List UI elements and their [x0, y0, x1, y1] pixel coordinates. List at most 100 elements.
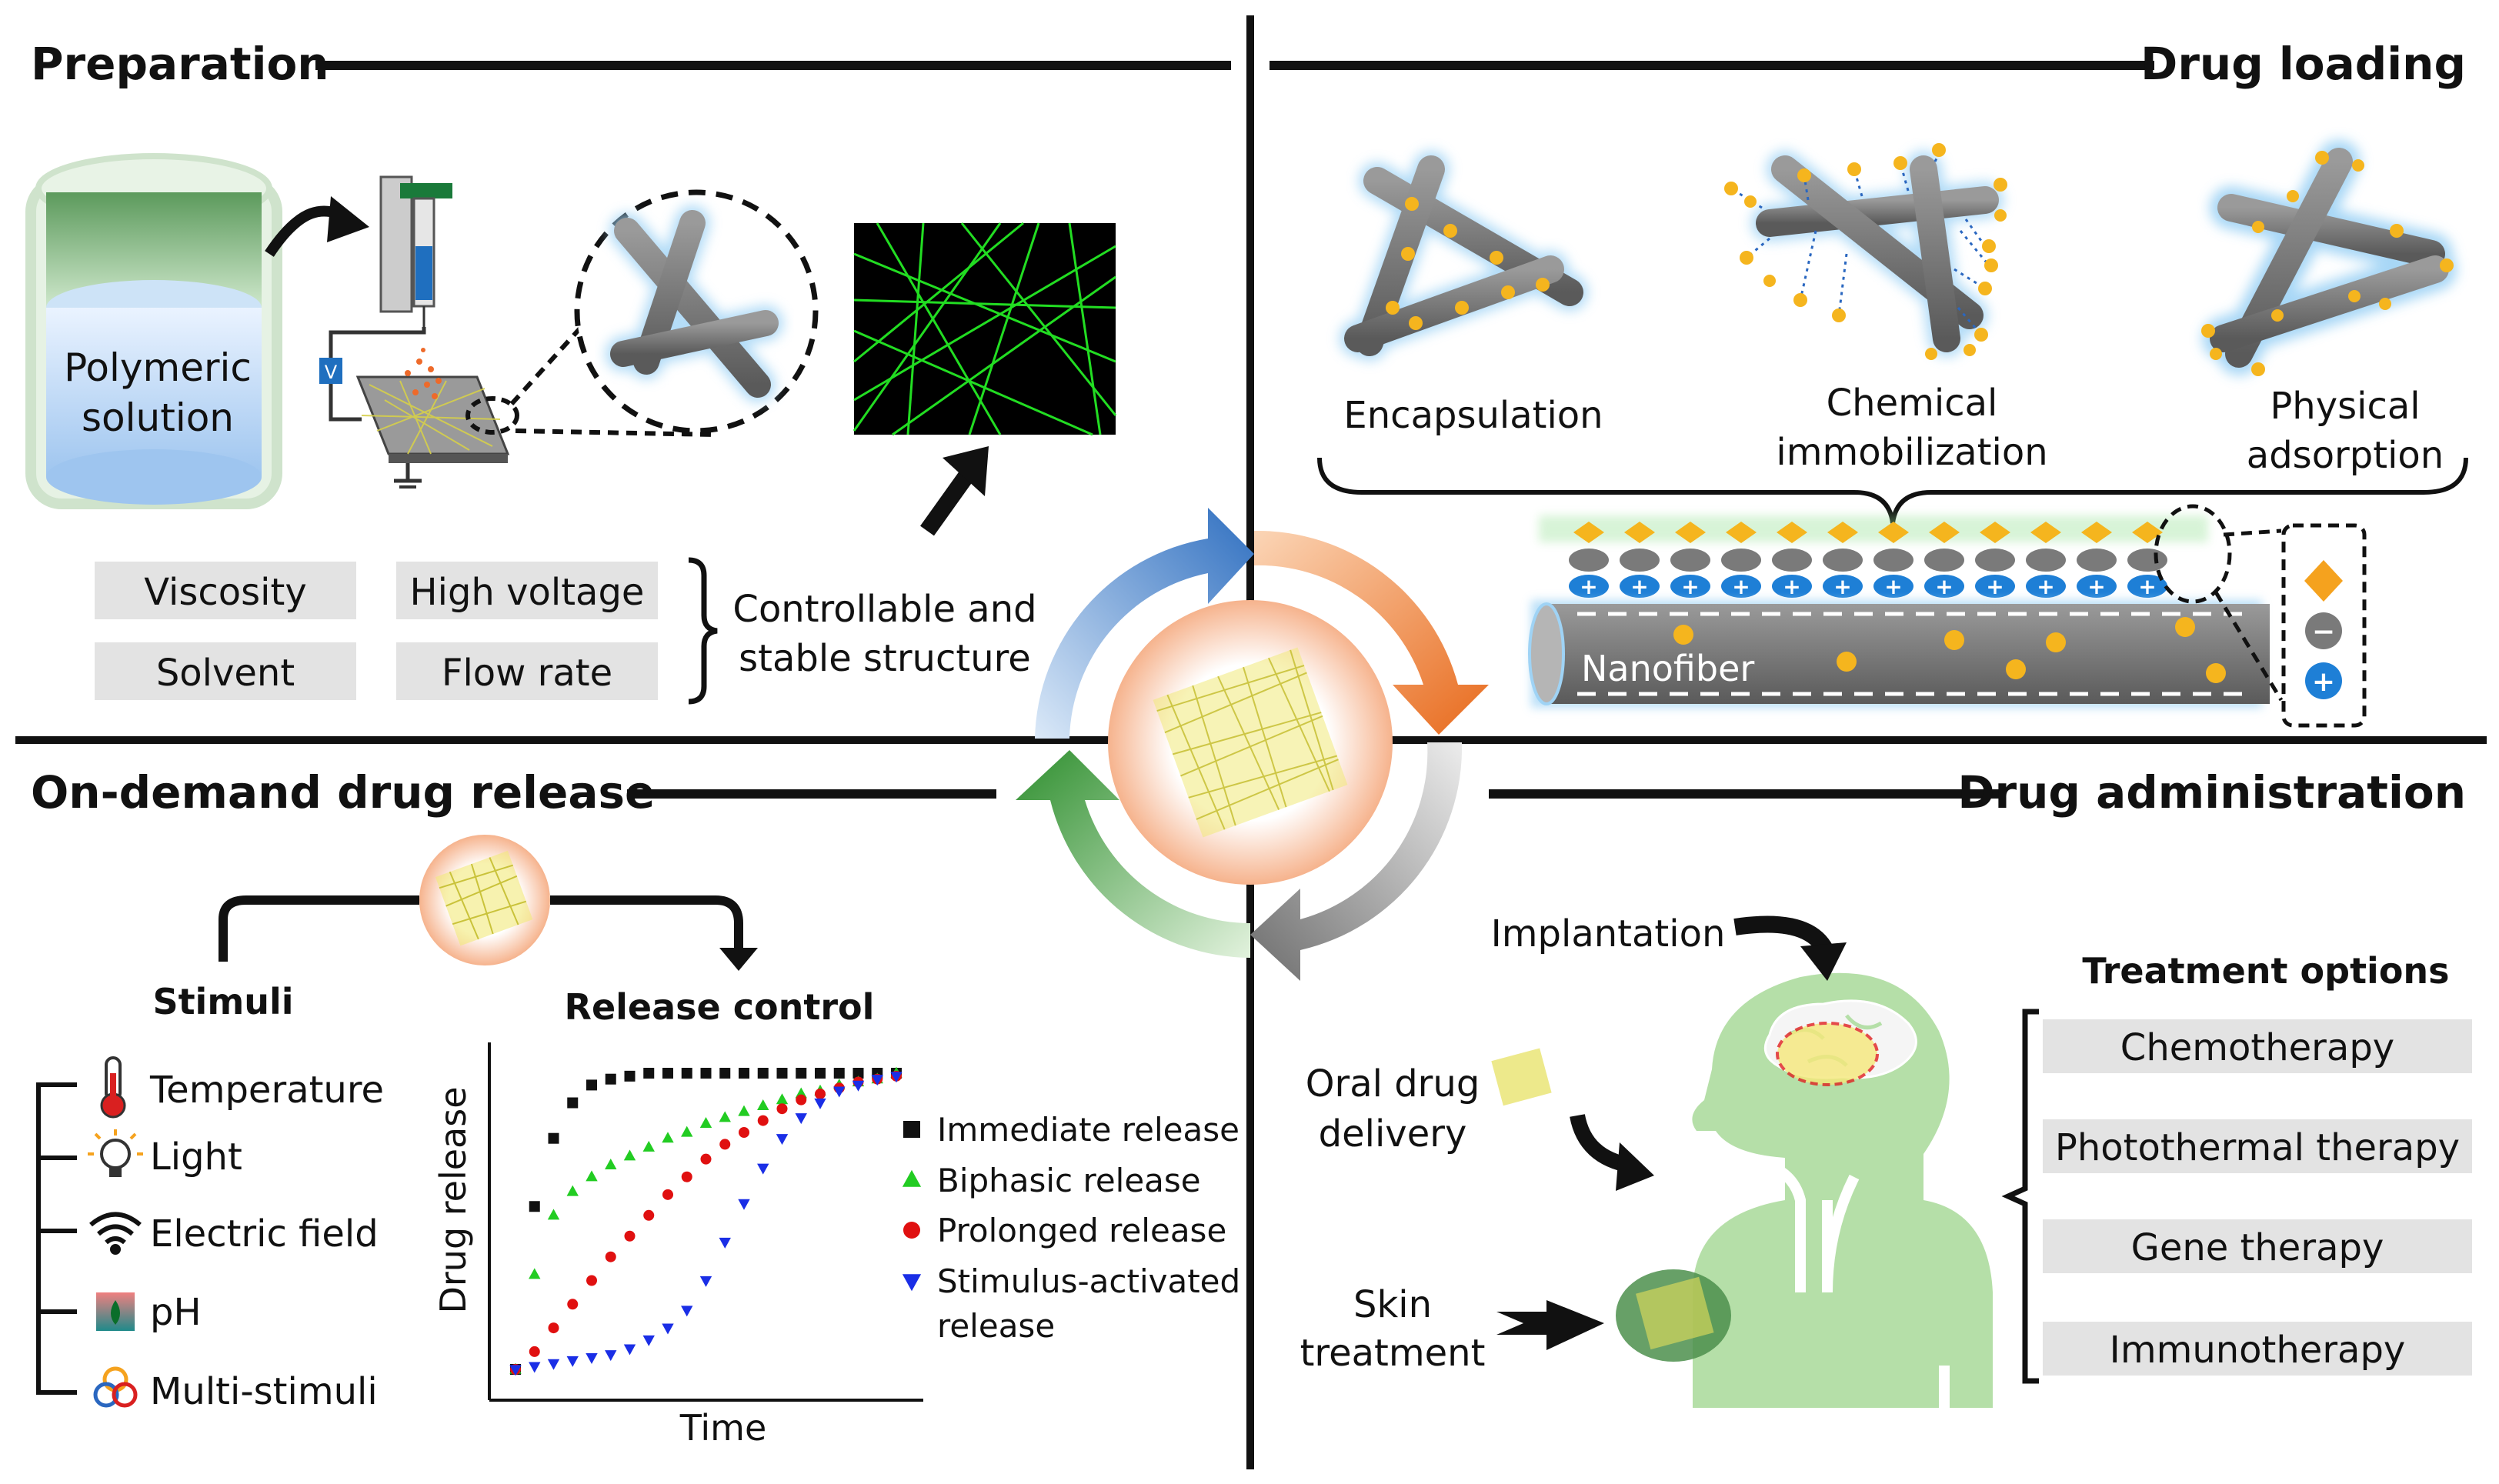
positive-charge-icon — [1721, 575, 1761, 598]
chart-point-2 — [757, 1099, 769, 1110]
charge-zoom-circle — [2154, 504, 2232, 604]
release-chart: Time Drug release — [432, 1042, 923, 1449]
polymeric-solution-line2: solution — [82, 395, 234, 440]
chart-point-3 — [662, 1189, 673, 1200]
drug-loading-section: Drug loading Encapsulation — [1270, 38, 2468, 728]
chart-point-3 — [815, 1088, 826, 1099]
chart-point-1 — [796, 1068, 807, 1079]
chart-point-4 — [852, 1080, 865, 1092]
ph-icon — [96, 1292, 135, 1331]
treatment-immunotherapy: Immunotherapy — [2110, 1329, 2406, 1372]
chart-point-1 — [700, 1068, 712, 1079]
chart-point-4 — [681, 1306, 693, 1317]
chart-point-4 — [623, 1344, 636, 1356]
treatment-chemotherapy: Chemotherapy — [2120, 1026, 2394, 1069]
route-implantation: Implantation — [1491, 912, 1726, 955]
chart-point-4 — [719, 1237, 731, 1249]
stimulus-electric-field: Electric field — [150, 1212, 379, 1256]
treatment-photothermal: Photothermal therapy — [2055, 1126, 2460, 1169]
release-mesh-icon — [435, 850, 533, 946]
positive-charge-symbol: + — [1630, 574, 1648, 599]
negative-charge-icon — [2305, 612, 2342, 649]
positive-charge-icon — [1823, 575, 1863, 598]
chart-point-2 — [529, 1268, 541, 1279]
sem-image — [852, 222, 1117, 436]
chart-point-4 — [814, 1098, 826, 1109]
positive-charge-symbol: + — [1783, 574, 1800, 599]
release-control-label: Release control — [565, 986, 875, 1028]
up-arrow-icon — [943, 446, 989, 496]
negative-charge-icon — [1569, 549, 1609, 572]
oral-arrow-icon — [1616, 1142, 1654, 1191]
drug-diamond-icon — [1675, 522, 1706, 543]
chart-point-4 — [890, 1072, 903, 1083]
positive-charge-symbol: + — [1732, 574, 1750, 599]
parameters-brace — [688, 557, 718, 705]
positive-charge-symbol: + — [1884, 574, 1902, 599]
chart-point-3 — [567, 1299, 579, 1310]
negative-charge-icon — [2026, 549, 2066, 572]
outcome-line1: Controllable and — [732, 588, 1036, 631]
encapsulation-fibers-icon — [1340, 151, 1588, 361]
chart-point-1 — [529, 1201, 540, 1212]
param-solvent: Solvent — [156, 652, 295, 695]
cycle-arrow-blue — [1035, 508, 1254, 739]
implant-arrow-icon — [1800, 942, 1847, 981]
positive-charge-symbol: + — [2037, 574, 2054, 599]
human-figure-icon — [1616, 972, 1993, 1408]
administration-title: Drug administration — [1957, 766, 2466, 819]
route-oral-line1: Oral drug — [1306, 1062, 1480, 1105]
chart-point-4 — [509, 1365, 522, 1376]
chart-point-3 — [700, 1153, 712, 1165]
chemical-immobilization-icon — [1724, 143, 2007, 360]
preparation-section: Preparation Polymeric solution V — [25, 38, 1231, 705]
legend-label-4-line2: release — [937, 1307, 1055, 1345]
drug-diamond-icon — [1573, 522, 1604, 543]
negative-charge-icon — [1620, 549, 1660, 572]
negative-charge-icon — [1721, 549, 1761, 572]
chart-point-3 — [548, 1322, 559, 1334]
positive-charge-symbol: + — [1580, 574, 1597, 599]
negative-charge-icon — [2077, 549, 2117, 572]
drug-loading-title: Drug loading — [2140, 38, 2466, 90]
arrow-head-icon — [327, 196, 369, 242]
voltage-label: V — [325, 362, 338, 383]
chart-point-1 — [815, 1068, 826, 1079]
cycle-arrow-orange — [1254, 530, 1489, 735]
chart-point-2 — [776, 1093, 789, 1105]
positive-charge-icon — [2127, 575, 2167, 598]
positive-charge-symbol: + — [2312, 666, 2335, 698]
chart-point-3 — [739, 1127, 749, 1138]
chart-point-4 — [529, 1362, 541, 1373]
chart-point-1 — [757, 1068, 769, 1079]
positive-charge-symbol: + — [1833, 574, 1851, 599]
nanofiber-label: Nanofiber — [1581, 648, 1754, 689]
positive-charge-icon — [1975, 575, 2015, 598]
legend-marker-3 — [903, 1222, 920, 1239]
negative-charge-icon — [1924, 549, 1964, 572]
electrospinning-setup-icon: V — [319, 175, 510, 489]
stimulus-temperature: Temperature — [149, 1069, 384, 1112]
chart-point-3 — [776, 1103, 788, 1115]
positive-charge-icon — [1924, 575, 1964, 598]
administration-section: Drug administration Implantation Oral dr… — [1300, 766, 2472, 1408]
positive-charge-symbol: + — [1986, 574, 2004, 599]
negative-charge-icon — [1772, 549, 1812, 572]
chart-point-4 — [776, 1134, 789, 1146]
parameter-pills: Viscosity High voltage Solvent Flow rate — [95, 562, 658, 700]
release-title: On-demand drug release — [31, 766, 655, 819]
stimuli-tree — [36, 1082, 77, 1395]
positive-charge-symbol: + — [1935, 574, 1953, 599]
drug-diamond-icon — [1726, 522, 1757, 543]
positive-charge-icon — [1873, 575, 1913, 598]
chart-point-4 — [738, 1199, 750, 1210]
chart-point-2 — [719, 1111, 731, 1122]
physical-adsorption-icon — [2201, 140, 2457, 376]
chart-point-1 — [586, 1079, 597, 1091]
chart-point-4 — [605, 1350, 617, 1362]
param-flow-rate: Flow rate — [442, 652, 612, 695]
positive-charge-icon — [1670, 575, 1710, 598]
chart-point-4 — [757, 1163, 769, 1175]
chart-point-2 — [623, 1149, 636, 1161]
brain-target — [1776, 1022, 1879, 1086]
